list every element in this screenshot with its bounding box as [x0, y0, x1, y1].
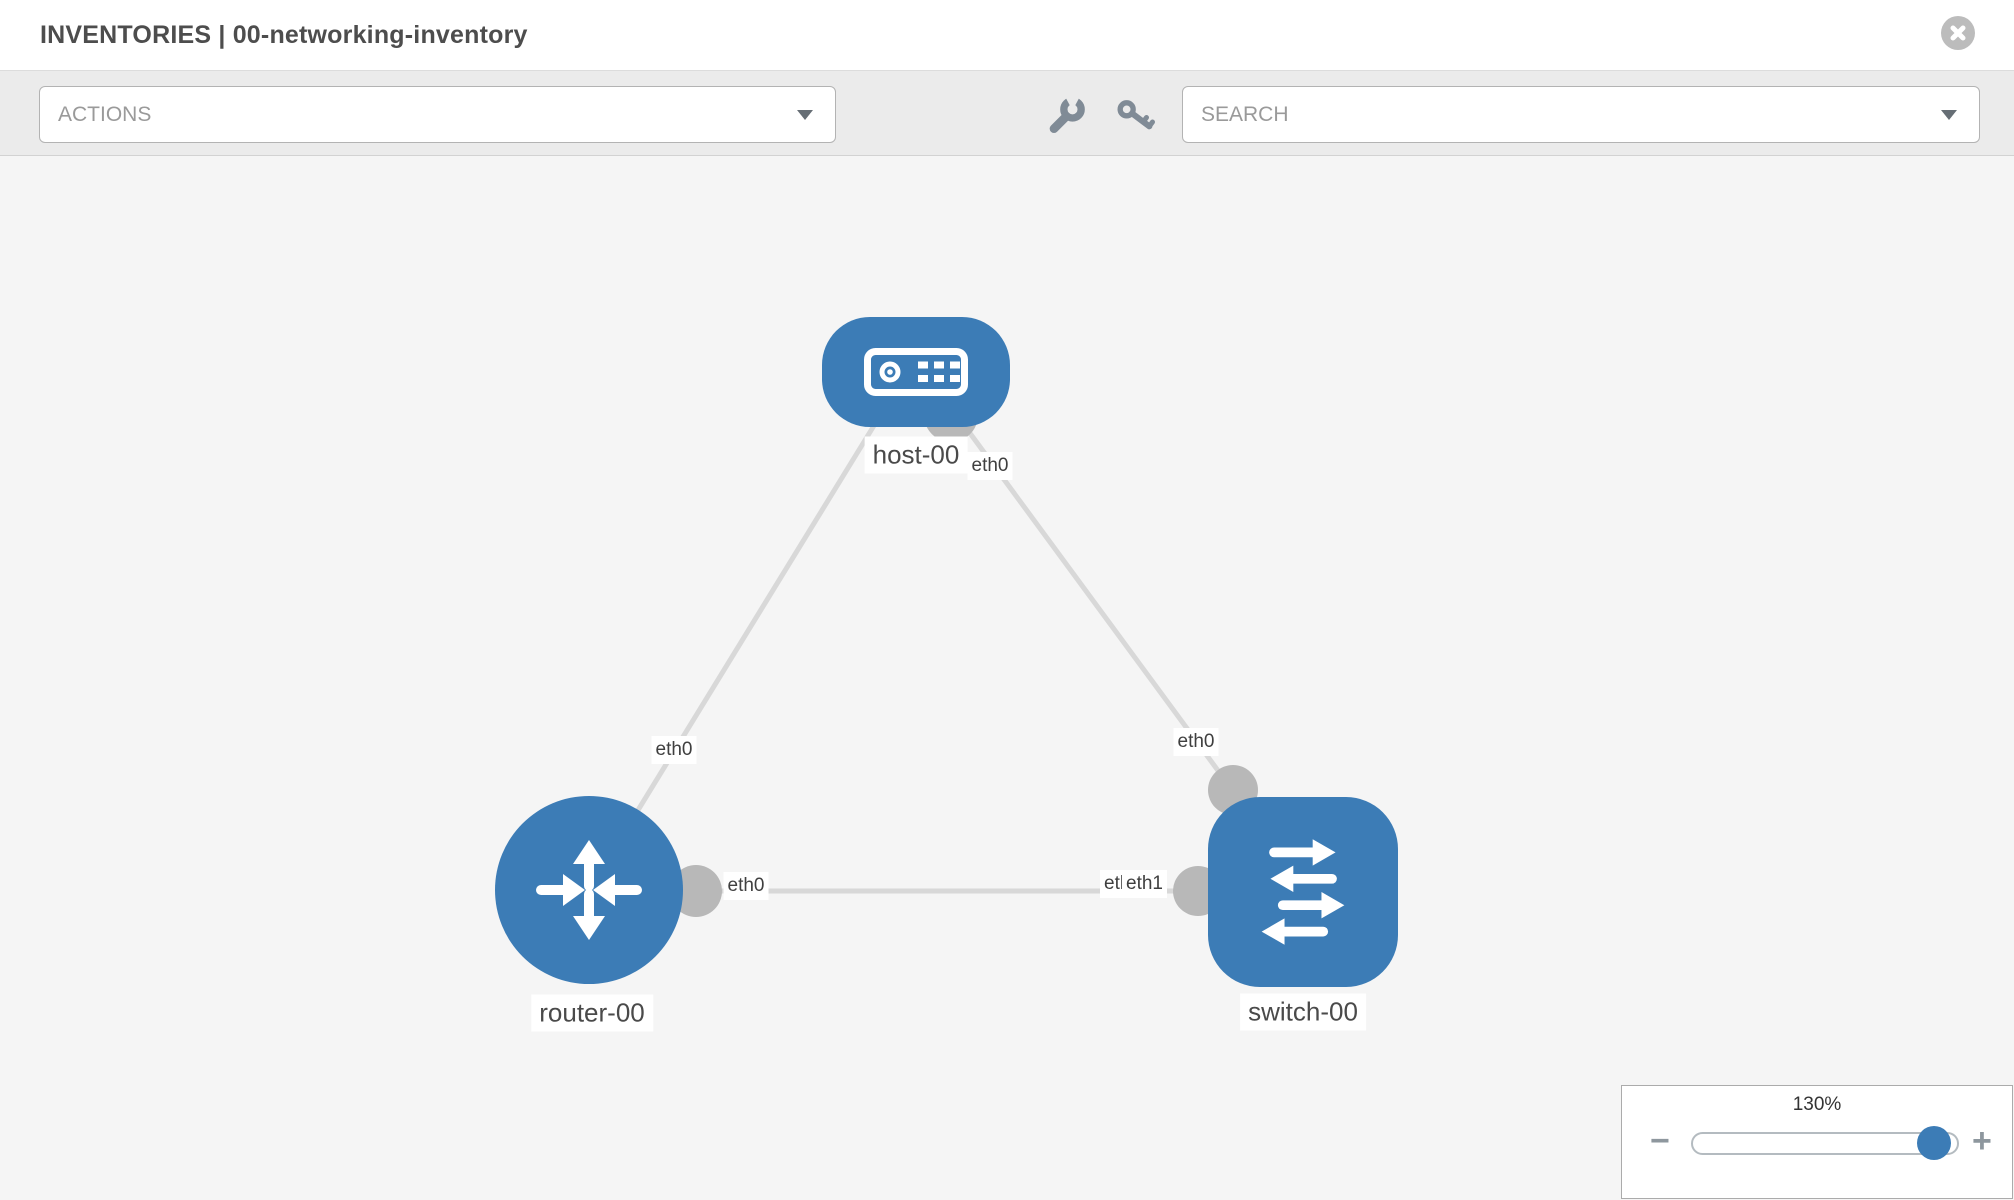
actions-dropdown[interactable]: ACTIONS: [39, 86, 836, 143]
caret-down-icon: [797, 109, 813, 120]
interface-label-link-host-router: eth0: [651, 736, 697, 764]
key-icon: [1117, 100, 1155, 130]
interface-label-switch-eth1: eth1: [1122, 870, 1167, 898]
node-router-00[interactable]: [495, 796, 683, 984]
node-switch-00[interactable]: [1208, 797, 1398, 987]
actions-dropdown-label: ACTIONS: [58, 102, 152, 126]
interface-label-host-right: eth0: [967, 452, 1013, 480]
zoom-level: 130%: [1792, 1094, 1842, 1115]
caret-down-icon: [1941, 109, 1957, 120]
switch-icon: [1261, 839, 1345, 945]
search-dropdown[interactable]: SEARCH: [1182, 86, 1980, 143]
zoom-panel: 130% − +: [1621, 1085, 2013, 1199]
topology-canvas[interactable]: host-00 router-00 switch-00 eth0 eth0 et…: [0, 156, 2014, 1200]
port-router-right[interactable]: [670, 865, 722, 917]
node-label-host: host-00: [864, 436, 968, 474]
wrench-icon: [1049, 96, 1085, 134]
interface-label-router-right: eth0: [723, 872, 769, 900]
tools-button[interactable]: [1043, 94, 1087, 138]
zoom-slider-thumb[interactable]: [1917, 1126, 1951, 1160]
zoom-out-button[interactable]: −: [1650, 1122, 1670, 1160]
router-icon: [536, 840, 642, 940]
interface-label-link-host-switch: eth0: [1173, 728, 1219, 756]
page-title: INVENTORIES | 00-networking-inventory: [40, 21, 528, 49]
node-label-router: router-00: [531, 994, 653, 1032]
header: INVENTORIES | 00-networking-inventory: [0, 0, 2014, 71]
node-host-00[interactable]: [822, 317, 1010, 427]
search-dropdown-label: SEARCH: [1201, 102, 1289, 126]
zoom-slider-track[interactable]: [1691, 1126, 1959, 1160]
close-icon: [1950, 25, 1966, 41]
toolbar: ACTIONS SEARCH: [0, 71, 2014, 156]
key-credentials-button[interactable]: [1113, 94, 1157, 138]
node-label-switch: switch-00: [1240, 993, 1366, 1031]
host-icon: [864, 348, 968, 396]
close-button[interactable]: [1941, 16, 1975, 50]
zoom-in-button[interactable]: +: [1972, 1122, 1992, 1160]
topology-links-layer: [586, 388, 1258, 917]
